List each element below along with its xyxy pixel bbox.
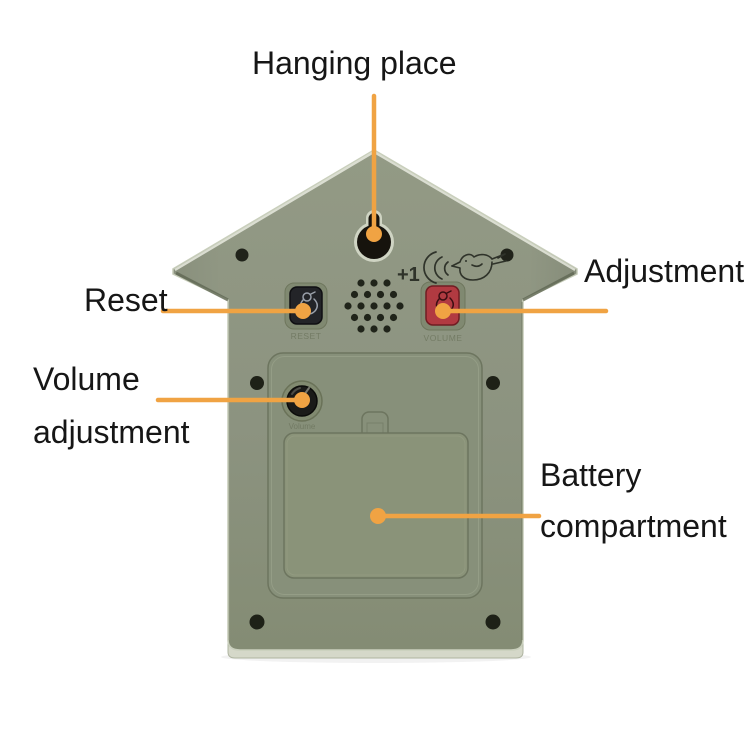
adjustment-embossed-label: VOLUME: [424, 333, 463, 343]
adjustment-dot: [435, 303, 451, 319]
volume-label-line1: Volume: [33, 361, 140, 397]
battery-door-latch: [361, 411, 389, 433]
knob-embossed-label: Volume: [289, 422, 316, 431]
volume-dot: [294, 392, 310, 408]
battery-label-line1: Battery: [540, 457, 642, 493]
hanging-place-dot: [366, 226, 382, 242]
bird-sketch-icon: [451, 253, 507, 281]
plus-one-text: +1: [397, 264, 420, 286]
eave-shadow: [175, 271, 575, 302]
screw-hole-mid-right: [486, 376, 500, 390]
reset-dot: [295, 303, 311, 319]
annotation-lines: [155, 93, 609, 519]
screw-hole-bottom-left: [249, 614, 265, 630]
battery-dot: [370, 508, 386, 524]
reset-embossed-label: RESET: [291, 331, 322, 341]
reset-label: Reset: [84, 282, 168, 318]
battery-compartment-door: [283, 432, 469, 579]
screw-hole-roof-left: [235, 248, 249, 262]
speaker-grille: [344, 279, 404, 333]
adjustment-label: Adjustment: [584, 253, 745, 289]
volume-label-line2: adjustment: [33, 414, 190, 450]
screw-hole-mid-left: [250, 376, 264, 390]
screw-hole-roof-right: [500, 248, 514, 262]
sound-waves-icon: [423, 251, 449, 284]
roof-edge-highlight: [174, 151, 576, 271]
battery-label-line2: compartment: [540, 508, 727, 544]
annotation-dots: [294, 226, 451, 524]
plus-one-bird-marking: +1: [397, 251, 507, 286]
screw-hole-bottom-right: [485, 614, 501, 630]
hanging-place-label: Hanging place: [252, 45, 457, 81]
